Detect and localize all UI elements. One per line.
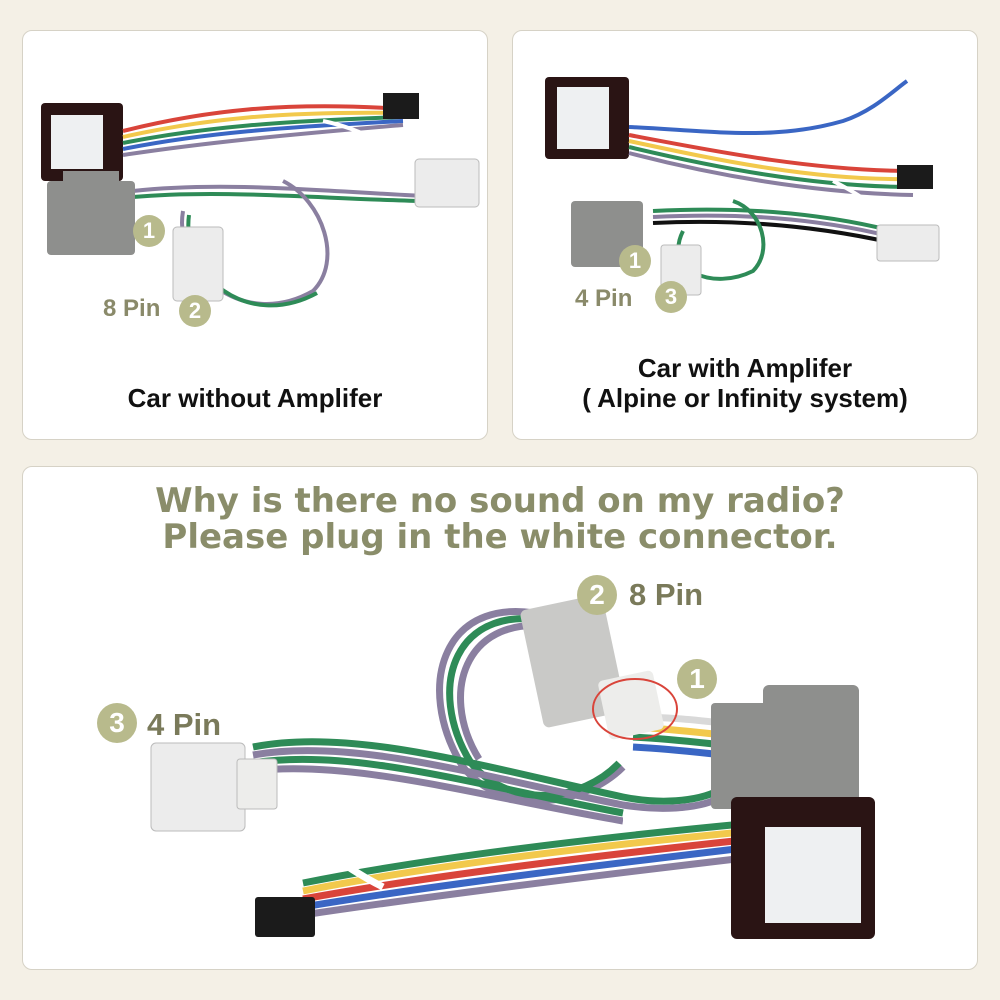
panel-no-sound-help: Why is there no sound on my radio? Pleas…	[22, 466, 978, 970]
pin-label-8: 8 Pin	[103, 295, 161, 322]
wiring-harness-photo-b	[545, 77, 940, 296]
panel-car-with-amplifier: 1 4 Pin 3 Car with Amplifer ( Alpine or …	[512, 30, 978, 440]
badge-1: 1	[619, 245, 651, 277]
badge-3: 3	[655, 281, 687, 313]
caption-alpine-infinity: ( Alpine or Infinity system)	[582, 383, 908, 413]
badge-2: 2	[179, 295, 211, 327]
headline-question: Why is there no sound on my radio?	[155, 481, 845, 521]
pin-label-4: 4 Pin	[575, 285, 633, 312]
badge-3: 3	[97, 703, 137, 743]
pin-label-8: 8 Pin	[629, 577, 704, 612]
badge-1: 1	[133, 215, 165, 247]
wiring-harness-photo-c	[150, 594, 875, 939]
caption-car-with-amplifier: Car with Amplifer	[637, 353, 853, 383]
panel-car-without-amplifier: 1 8 Pin 2 Car without Amplifer	[22, 30, 488, 440]
caption-car-without-amplifier: Car without Amplifer	[127, 383, 383, 413]
wiring-harness-photo-a	[41, 93, 480, 308]
badge-1: 1	[677, 659, 717, 699]
headline-instruction: Please plug in the white connector.	[162, 517, 838, 557]
pin-label-4: 4 Pin	[147, 707, 222, 742]
badge-2: 2	[577, 575, 617, 615]
